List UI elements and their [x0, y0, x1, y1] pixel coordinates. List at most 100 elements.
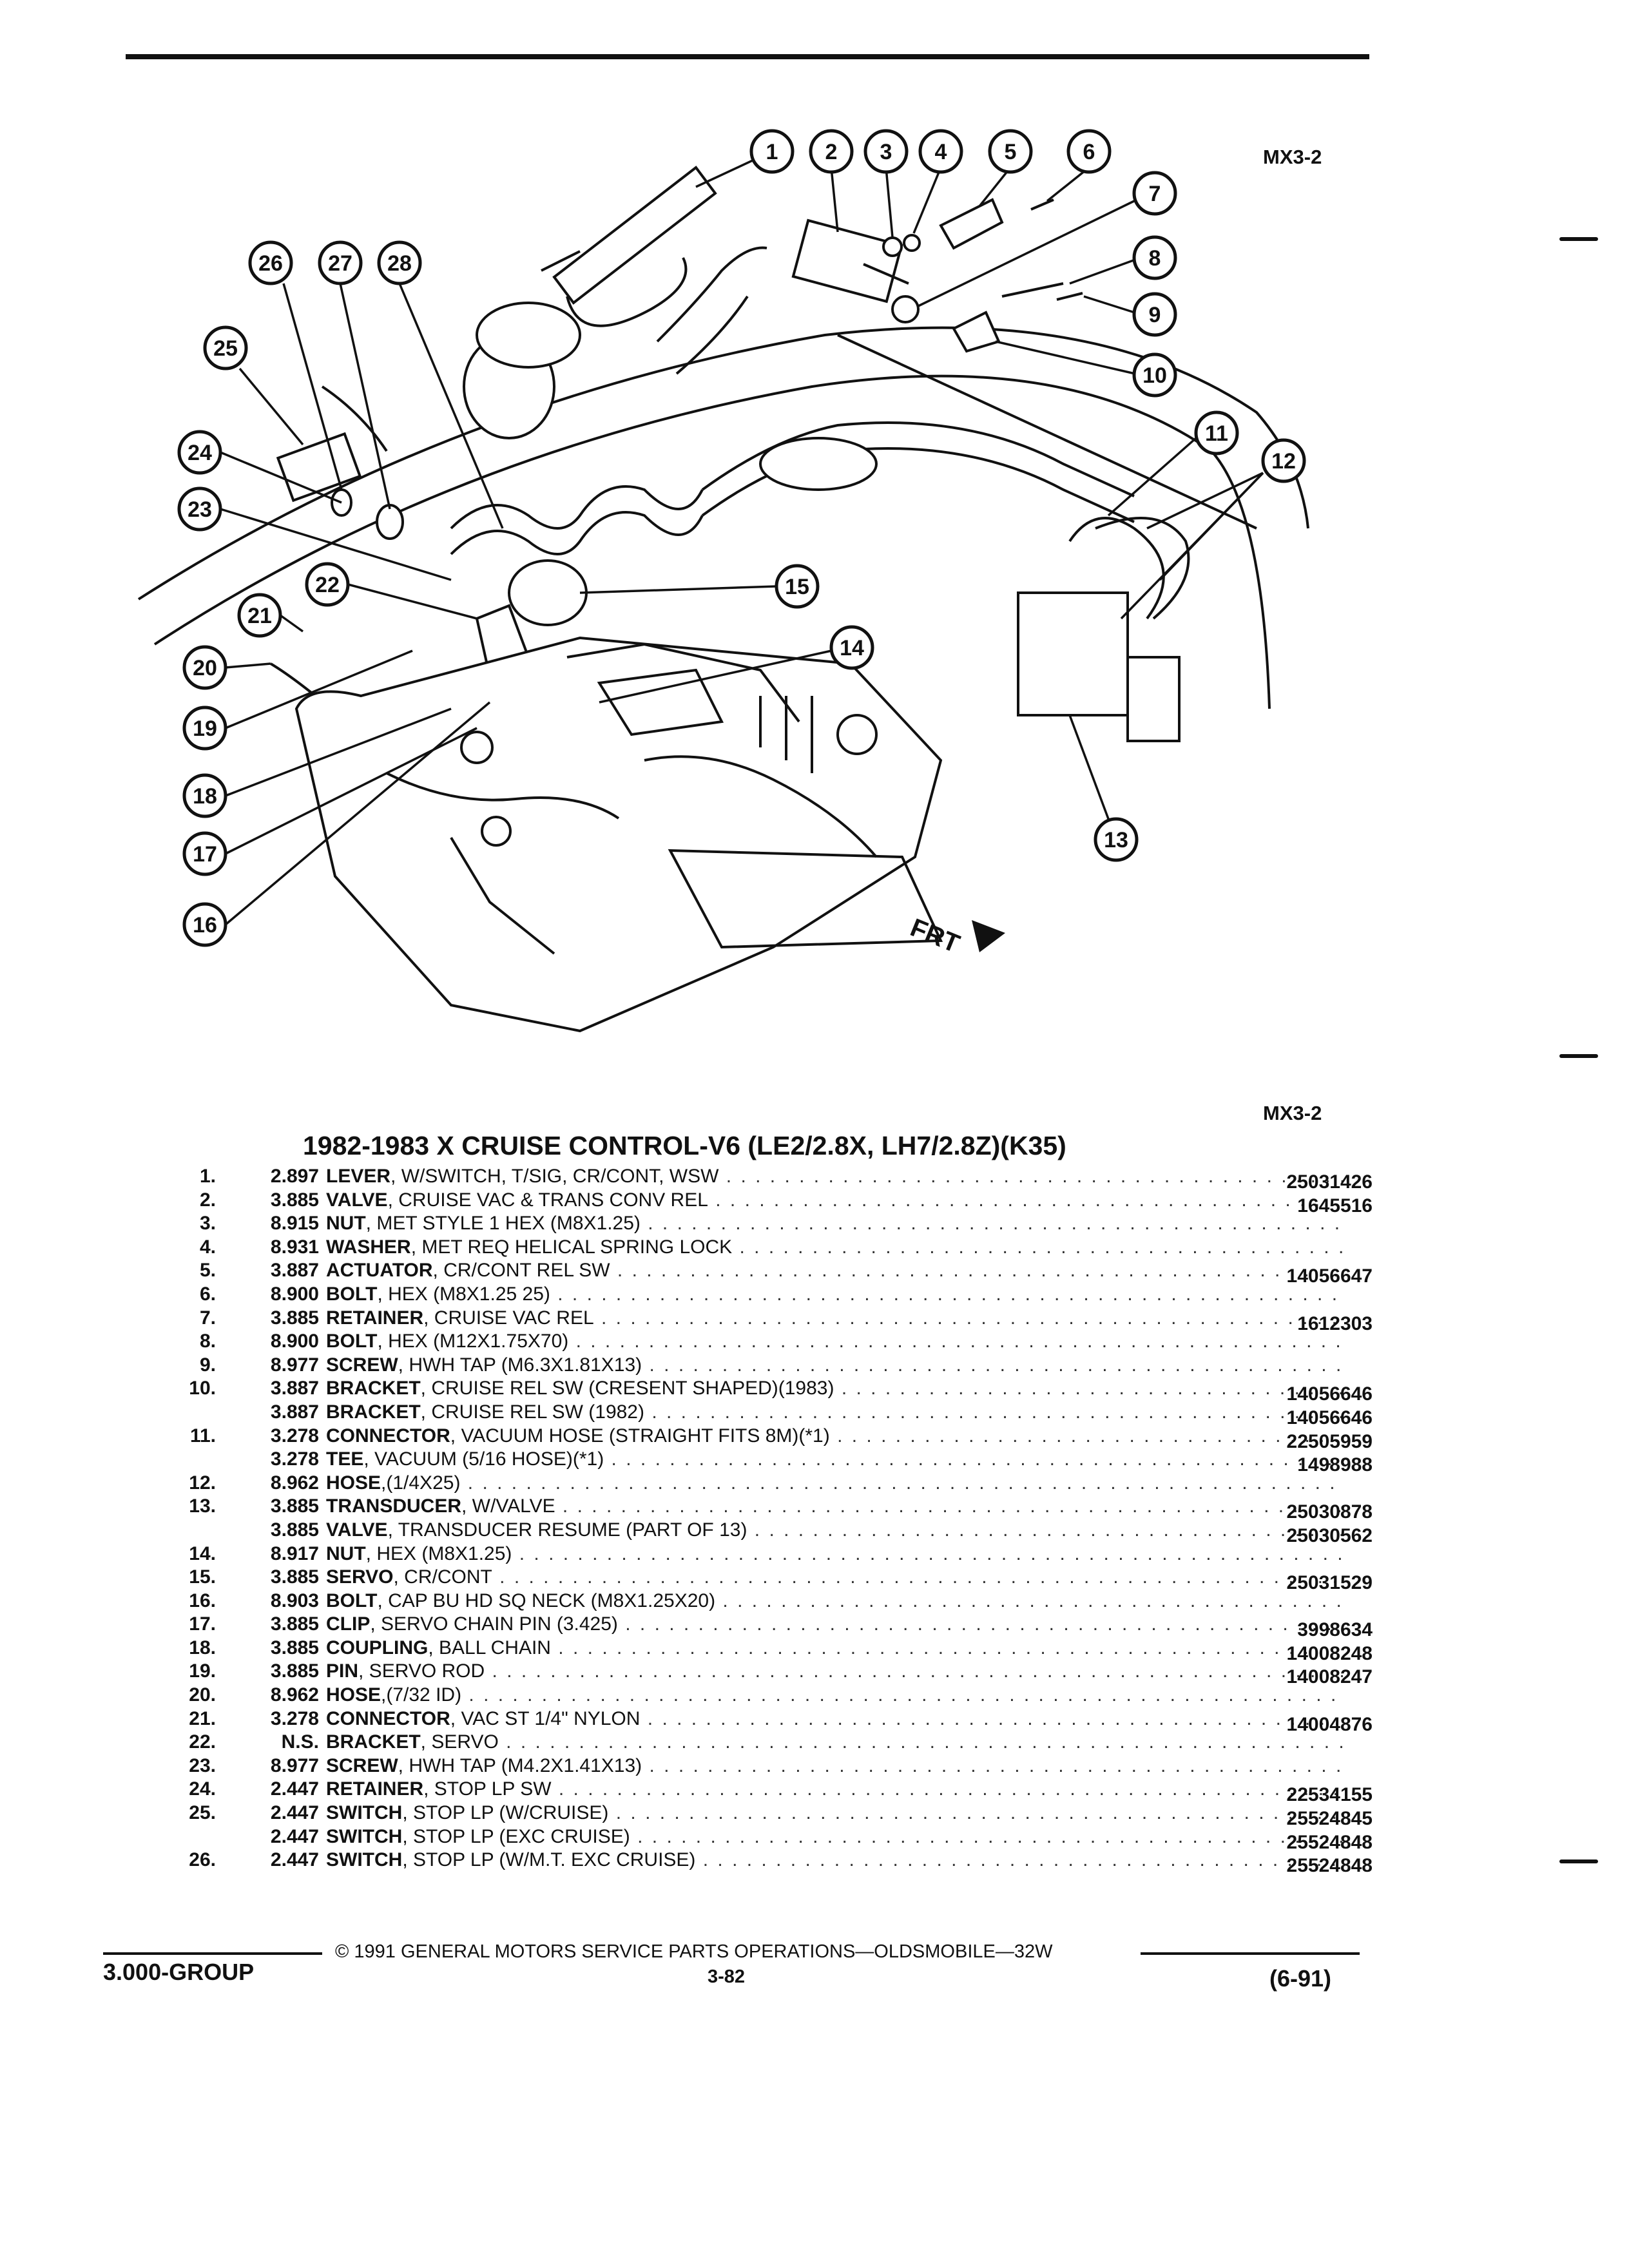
- item-number: 18.: [189, 1637, 216, 1658]
- group-number: 3.885: [270, 1519, 319, 1541]
- part-name: SWITCH: [326, 1825, 403, 1847]
- part-detail: ,(1/4X25): [381, 1472, 461, 1494]
- part-number: 25030878: [1286, 1501, 1373, 1523]
- callout-19: 19: [182, 706, 227, 751]
- group-number: 8.900: [270, 1331, 319, 1352]
- group-number: 8.900: [270, 1283, 319, 1305]
- part-description: ACTUATOR, CR/CONT REL SW . . . . . . . .…: [326, 1259, 1344, 1283]
- leader-dots: . . . . . . . . . . . . . . . . . . . . …: [611, 1448, 1344, 1470]
- part-detail: , HEX (M8X1.25 25): [377, 1283, 550, 1305]
- callout-13: 13: [1094, 817, 1139, 862]
- footer-date: (6-91): [1269, 1965, 1332, 1992]
- part-description: NUT, HEX (M8X1.25) . . . . . . . . . . .…: [326, 1542, 1344, 1566]
- item-number: 4.: [199, 1236, 216, 1258]
- callout-1: 1: [749, 129, 795, 174]
- leader-dots: . . . . . . . . . . . . . . . . . . . . …: [625, 1613, 1344, 1635]
- svg-text:2: 2: [825, 140, 838, 164]
- item-number: 9.: [199, 1354, 216, 1376]
- margin-mark: [1559, 1860, 1598, 1863]
- svg-text:4: 4: [935, 140, 947, 164]
- callout-23: 23: [177, 486, 222, 532]
- part-number: 14008247: [1286, 1666, 1373, 1688]
- frt-label: FRT: [907, 914, 964, 959]
- svg-text:17: 17: [193, 842, 217, 867]
- group-number: 8.977: [270, 1354, 319, 1376]
- part-detail: , STOP LP (W/CRUISE): [402, 1802, 609, 1824]
- part-detail: , W/SWITCH, T/SIG, CR/CONT, WSW: [390, 1166, 719, 1187]
- svg-text:8: 8: [1149, 246, 1161, 271]
- callout-27: 27: [318, 240, 363, 285]
- item-number: 16.: [189, 1590, 216, 1611]
- part-detail: , HWH TAP (M4.2X1.41X13): [398, 1754, 642, 1776]
- item-number: 22.: [189, 1731, 216, 1753]
- part-name: VALVE: [326, 1519, 388, 1541]
- part-description: BOLT, CAP BU HD SQ NECK (M8X1.25X20) . .…: [326, 1590, 1344, 1613]
- group-number: 3.887: [270, 1260, 319, 1282]
- part-name: TEE: [326, 1448, 364, 1470]
- margin-mark: [1559, 237, 1598, 241]
- part-description: HOSE,(7/32 ID) . . . . . . . . . . . . .…: [326, 1684, 1344, 1707]
- part-number: 25524848: [1286, 1831, 1373, 1853]
- part-description: SCREW, HWH TAP (M4.2X1.41X13) . . . . . …: [326, 1754, 1344, 1778]
- callout-10: 10: [1132, 352, 1177, 398]
- part-detail: , MET STYLE 1 HEX (M8X1.25): [365, 1213, 641, 1235]
- item-number: 11.: [189, 1425, 216, 1446]
- leader-dots: . . . . . . . . . . . . . . . . . . . . …: [722, 1590, 1344, 1611]
- part-description: SWITCH, STOP LP (EXC CRUISE) . . . . . .…: [326, 1825, 1344, 1849]
- leader-dots: . . . . . . . . . . . . . . . . . . . . …: [739, 1236, 1344, 1258]
- item-number: 15.: [189, 1566, 216, 1588]
- leader-dots: . . . . . . . . . . . . . . . . . . . . …: [519, 1542, 1344, 1564]
- group-number: 3.885: [270, 1307, 319, 1329]
- part-name: SCREW: [326, 1754, 398, 1776]
- callout-2: 2: [809, 129, 854, 174]
- item-number: 13.: [189, 1495, 216, 1517]
- part-description: CLIP, SERVO CHAIN PIN (3.425) . . . . . …: [326, 1613, 1344, 1637]
- part-description: NUT, MET STYLE 1 HEX (M8X1.25) . . . . .…: [326, 1212, 1344, 1236]
- parts-row: 20. 8.962 HOSE,(7/32 ID) . . . . . . . . .…: [161, 1684, 1373, 1707]
- part-name: LEVER: [326, 1166, 391, 1187]
- part-detail: , HEX (M12X1.75X70): [377, 1331, 569, 1352]
- part-name: BOLT: [326, 1283, 378, 1305]
- group-number: 8.962: [270, 1472, 319, 1494]
- svg-text:18: 18: [193, 784, 217, 809]
- group-number: 2.897: [270, 1166, 319, 1187]
- item-number: 19.: [189, 1660, 216, 1682]
- group-number: 8.977: [270, 1754, 319, 1776]
- callout-9: 9: [1132, 292, 1177, 337]
- part-name: CLIP: [326, 1613, 371, 1635]
- leader-dots: . . . . . . . . . . . . . . . . . . . . …: [702, 1849, 1344, 1871]
- group-number: N.S.: [281, 1731, 319, 1753]
- item-number: 1.: [199, 1166, 216, 1187]
- svg-text:25: 25: [213, 336, 238, 361]
- part-number: 1612303: [1297, 1312, 1373, 1334]
- part-name: RETAINER: [326, 1778, 424, 1800]
- group-number: 3.885: [270, 1613, 319, 1635]
- part-description: SWITCH, STOP LP (W/CRUISE) . . . . . . .…: [326, 1802, 1344, 1825]
- group-number: 3.885: [270, 1566, 319, 1588]
- cruise-control-diagram: FRT 1 2 3 4 5 6: [137, 129, 1309, 1033]
- part-description: RETAINER, STOP LP SW . . . . . . . . . .…: [326, 1778, 1344, 1802]
- part-name: SERVO: [326, 1566, 394, 1588]
- svg-text:23: 23: [188, 497, 212, 522]
- callout-6: 6: [1066, 129, 1112, 174]
- item-number: 20.: [189, 1684, 216, 1706]
- svg-text:20: 20: [193, 656, 217, 680]
- part-number: 14004876: [1286, 1713, 1373, 1735]
- part-description: VALVE, CRUISE VAC & TRANS CONV REL . . .…: [326, 1189, 1344, 1213]
- leader-dots: . . . . . . . . . . . . . . . . . . . . …: [651, 1401, 1344, 1423]
- svg-text:28: 28: [387, 251, 412, 276]
- part-name: COUPLING: [326, 1637, 429, 1658]
- part-detail: , HEX (M8X1.25): [365, 1542, 512, 1564]
- group-number: 8.962: [270, 1684, 319, 1706]
- part-detail: ,(7/32 ID): [381, 1684, 462, 1706]
- part-detail: , TRANSDUCER RESUME (PART OF 13): [387, 1519, 747, 1541]
- part-detail: , STOP LP (EXC CRUISE): [402, 1825, 630, 1847]
- part-name: BRACKET: [326, 1378, 421, 1399]
